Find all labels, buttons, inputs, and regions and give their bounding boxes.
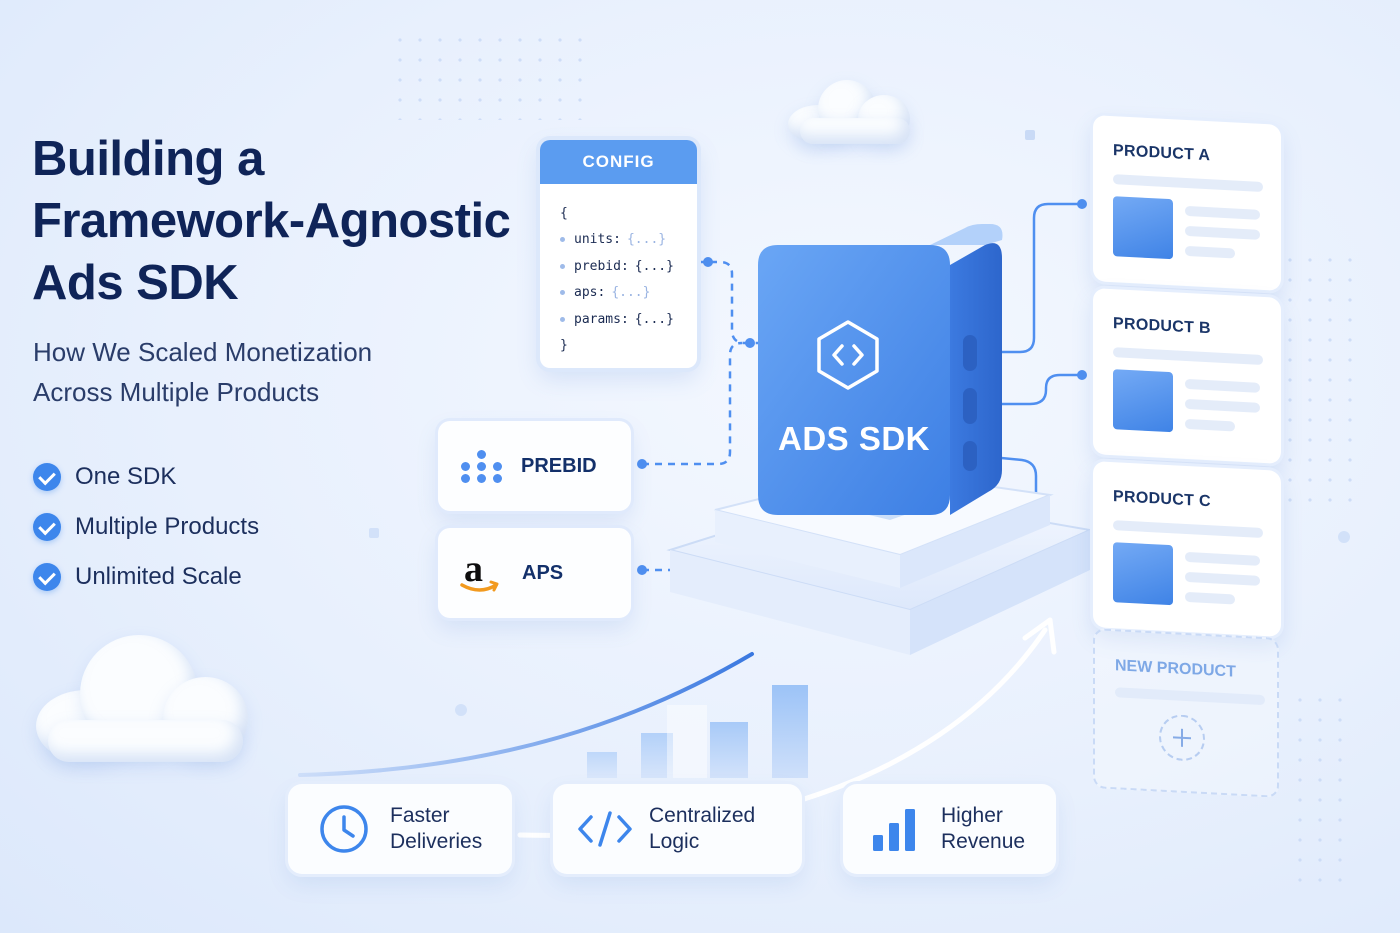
subtitle: How We Scaled Monetization Across Multip… xyxy=(33,332,453,412)
growth-bars xyxy=(587,685,808,778)
feature-card: Higher Revenue xyxy=(843,784,1056,874)
product-image-placeholder xyxy=(1113,196,1173,260)
cloud-icon xyxy=(28,625,253,765)
code-hexagon-icon xyxy=(817,320,879,390)
check-circle-icon xyxy=(33,513,61,541)
check-circle-icon xyxy=(33,563,61,591)
config-code: { units: {...} prebid: {...} aps: {...} par… xyxy=(540,184,697,359)
plus-icon xyxy=(1159,713,1205,762)
new-product-title: NEW PRODUCT xyxy=(1115,657,1236,681)
config-value: {...} xyxy=(626,232,667,248)
amazon-logo-icon: a xyxy=(460,548,500,595)
config-key: params: xyxy=(574,311,629,327)
product-image-placeholder xyxy=(1113,369,1173,433)
config-line: units: {...} xyxy=(560,227,697,254)
config-line: params: {...} xyxy=(560,306,697,333)
product-title: PRODUCT A xyxy=(1113,142,1211,165)
code-brace-close: } xyxy=(560,338,568,354)
decorative-dots xyxy=(1290,690,1350,890)
cloud-icon xyxy=(780,70,920,145)
code-brace-open: { xyxy=(560,205,568,221)
product-image-placeholder xyxy=(1113,542,1173,606)
svg-text:a: a xyxy=(464,551,483,590)
config-line: aps: {...} xyxy=(560,280,697,307)
title-line: Framework-Agnostic xyxy=(32,194,511,248)
prebid-dots-icon xyxy=(461,450,503,483)
checklist-item: One SDK xyxy=(33,452,259,502)
product-card: PRODUCT A xyxy=(1093,115,1281,291)
config-title: CONFIG xyxy=(540,140,697,184)
config-line: prebid: {...} xyxy=(560,253,697,280)
page-title: Building a Framework-Agnostic Ads SDK xyxy=(32,128,552,314)
prebid-card: PREBID xyxy=(438,421,631,511)
subtitle-line: Across Multiple Products xyxy=(33,377,320,407)
config-value: {...} xyxy=(634,258,674,274)
checklist-label: Multiple Products xyxy=(75,513,260,540)
product-card: PRODUCT B xyxy=(1093,288,1281,464)
sdk-label: ADS SDK xyxy=(777,420,931,457)
checklist-item: Unlimited Scale xyxy=(33,552,259,602)
aps-card: a APS xyxy=(438,528,631,618)
code-brackets-icon xyxy=(577,803,633,855)
decorative-dots xyxy=(390,30,590,120)
clock-icon xyxy=(318,803,370,855)
config-key: aps: xyxy=(574,285,606,301)
sdk-platform xyxy=(666,224,1094,655)
title-line: Ads SDK xyxy=(32,256,239,310)
bar-chart-icon xyxy=(871,803,919,855)
checklist-label: One SDK xyxy=(75,463,177,490)
title-line: Building a xyxy=(32,132,264,186)
check-circle-icon xyxy=(33,463,61,491)
prebid-label: PREBID xyxy=(521,454,597,477)
product-title: PRODUCT C xyxy=(1113,488,1211,511)
checklist-label: Unlimited Scale xyxy=(75,563,242,590)
subtitle-line: How We Scaled Monetization xyxy=(33,337,373,367)
config-card: CONFIG { units: {...} prebid: {...} aps: {.… xyxy=(540,140,697,368)
config-value: {...} xyxy=(634,311,674,327)
growth-curve xyxy=(298,652,754,777)
config-value: {...} xyxy=(611,285,651,301)
benefit-checklist: One SDK Multiple Products Unlimited Scal… xyxy=(33,452,259,602)
checklist-item: Multiple Products xyxy=(33,502,259,552)
product-title: PRODUCT B xyxy=(1113,315,1211,338)
feature-label: Faster Deliveries xyxy=(390,804,483,853)
feature-card: Faster Deliveries xyxy=(288,784,512,874)
new-product-card: NEW PRODUCT xyxy=(1093,628,1279,798)
config-key: prebid: xyxy=(574,258,629,274)
feature-label: Higher Revenue xyxy=(941,804,1026,853)
feature-label: Centralized Logic xyxy=(649,804,756,853)
aps-label: APS xyxy=(522,561,564,584)
config-key: units: xyxy=(574,232,621,248)
product-card: PRODUCT C xyxy=(1093,461,1281,637)
feature-card: Centralized Logic xyxy=(553,784,802,874)
